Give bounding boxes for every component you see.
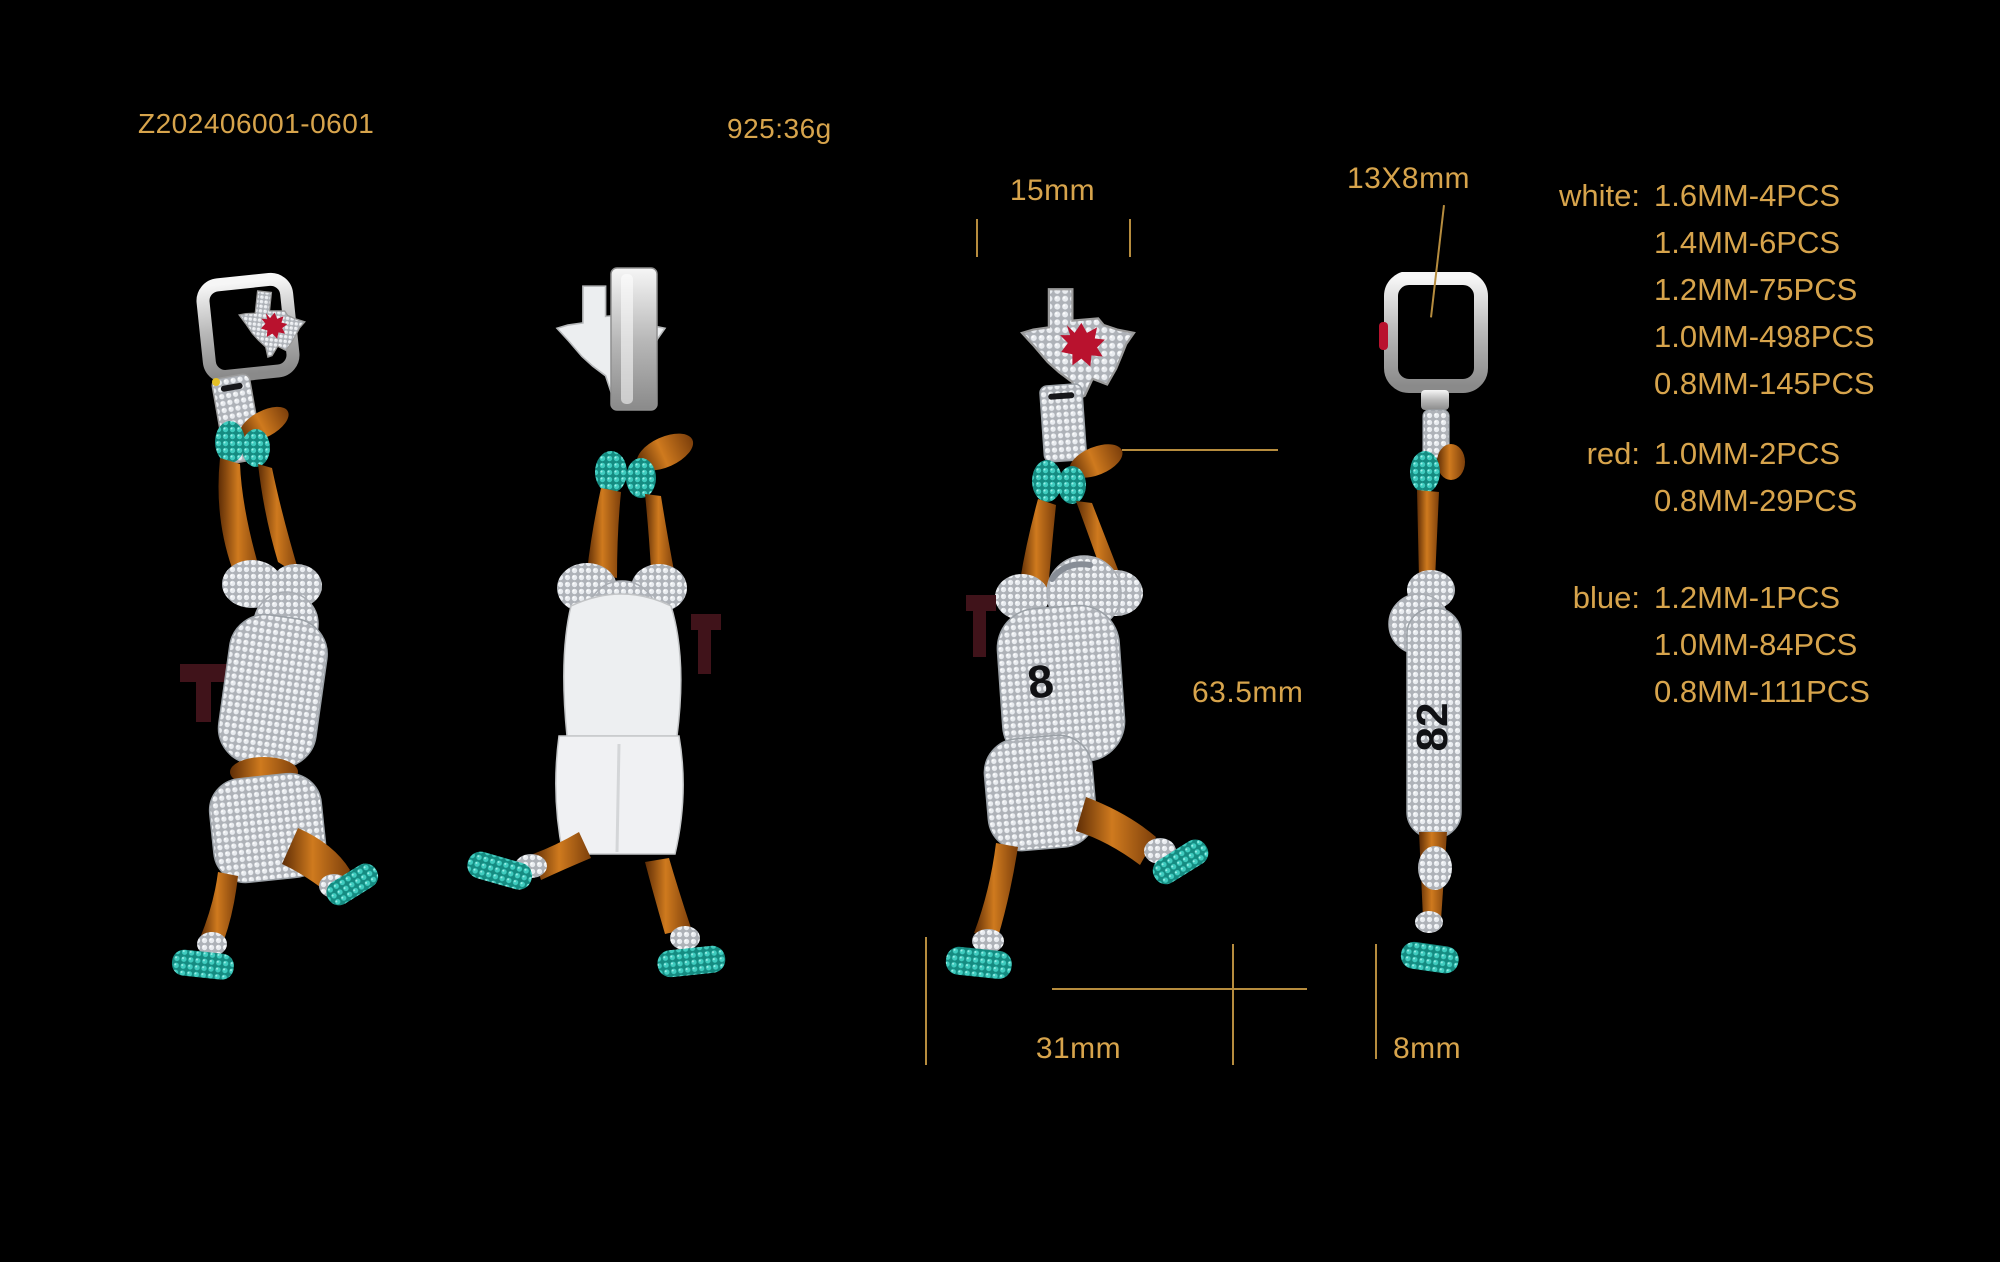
leg-front xyxy=(974,843,1018,937)
stone-group-red-rows: 1.0MM-2PCS 0.8MM-29PCS xyxy=(1654,430,1857,524)
dim-line xyxy=(1122,449,1278,451)
leg-back xyxy=(1076,797,1156,865)
pendant-front-view: 8 xyxy=(945,288,1209,979)
stone-row: 1.4MM-6PCS xyxy=(1654,225,1841,260)
glove-left xyxy=(595,451,627,493)
texas-charm xyxy=(1020,288,1136,401)
football xyxy=(636,433,694,471)
dim-tick xyxy=(976,219,978,257)
bail-plate xyxy=(1421,390,1449,410)
dim-height-label: 63.5mm xyxy=(1192,676,1304,709)
arm-left xyxy=(587,488,621,578)
cat-charm-edge xyxy=(1379,322,1388,350)
football-edge xyxy=(1437,444,1465,480)
glove xyxy=(1410,451,1440,493)
glove-right xyxy=(1058,466,1086,504)
glove-right xyxy=(626,458,656,498)
sock-front xyxy=(972,929,1004,953)
arm xyxy=(1417,490,1439,580)
knee-pad xyxy=(1418,846,1452,890)
dim-depth-label: 8mm xyxy=(1393,1032,1462,1065)
glove-left xyxy=(215,421,245,463)
bail-frame xyxy=(1384,272,1488,393)
dim-tick xyxy=(1129,219,1131,257)
glove-right xyxy=(242,429,270,467)
stone-group-blue-label: blue: xyxy=(1572,580,1640,615)
stone-row: 0.8MM-111PCS xyxy=(1654,674,1870,709)
stone-row: 1.2MM-75PCS xyxy=(1654,272,1858,307)
stone-row: 1.0MM-2PCS xyxy=(1654,436,1841,471)
facemask xyxy=(1049,561,1093,582)
shorts-crease xyxy=(615,743,621,853)
stone-row: 1.0MM-498PCS xyxy=(1654,319,1875,354)
stone-row: 1.0MM-84PCS xyxy=(1654,627,1858,662)
dim-tick xyxy=(1375,944,1377,1059)
leg-right xyxy=(645,858,691,934)
dim-bail-label: 13X8mm xyxy=(1347,162,1471,195)
stone-group-red-label: red: xyxy=(1586,436,1640,471)
arm-right xyxy=(258,464,300,576)
sock-front xyxy=(197,932,227,956)
stone-row: 1.6MM-4PCS xyxy=(1654,178,1841,213)
arm-left xyxy=(1020,499,1056,591)
bail-bar xyxy=(610,267,658,411)
dim-tick xyxy=(1232,944,1234,1065)
bail-plate xyxy=(1039,383,1088,463)
sleeve-left xyxy=(222,560,282,608)
arm-left xyxy=(218,458,262,578)
shoe-back xyxy=(326,863,379,906)
shoe-front xyxy=(171,949,234,980)
jersey-back xyxy=(563,593,682,737)
weight-label: 925:36g xyxy=(727,113,832,144)
shoe-side xyxy=(1400,941,1459,974)
glove-left xyxy=(1032,460,1062,502)
pendant-back-view xyxy=(467,267,726,978)
stone-row: 1.2MM-1PCS xyxy=(1654,580,1841,615)
pendant-side-view: 82 xyxy=(1379,272,1488,974)
goalpost-prop xyxy=(691,614,721,674)
stone-row: 0.8MM-29PCS xyxy=(1654,483,1858,518)
sock xyxy=(1415,911,1443,933)
football xyxy=(1069,444,1123,478)
sock-right xyxy=(670,926,700,950)
leg-left xyxy=(533,832,591,880)
dim-body-width-label: 31mm xyxy=(1035,1032,1122,1065)
bail-bar-highlight xyxy=(621,274,633,404)
stone-group-white-label: white: xyxy=(1559,178,1640,213)
shoe-front xyxy=(945,946,1012,979)
goalpost-prop xyxy=(180,664,228,722)
stone-row: 0.8MM-145PCS xyxy=(1654,366,1875,401)
arm-right xyxy=(645,494,675,576)
leg-front xyxy=(200,872,238,940)
dim-tick xyxy=(925,937,927,1065)
stone-group-white-rows: 1.6MM-4PCS 1.4MM-6PCS 1.2MM-75PCS 1.0MM-… xyxy=(1654,172,1875,407)
shoe-back xyxy=(1152,839,1209,885)
dim-line xyxy=(1052,988,1307,990)
model-id: Z202406001-0601 xyxy=(138,108,375,139)
shoe-right xyxy=(657,945,726,978)
jersey-number-side: 82 xyxy=(1408,703,1457,752)
shorts xyxy=(983,734,1097,852)
pendant-front-left-view xyxy=(171,272,379,980)
jersey xyxy=(217,613,328,769)
arm-right xyxy=(1076,501,1124,585)
dim-top-width-label: 15mm xyxy=(1009,174,1096,207)
goalpost-prop xyxy=(966,595,996,657)
stone-group-blue-rows: 1.2MM-1PCS 1.0MM-84PCS 0.8MM-111PCS xyxy=(1654,574,1870,715)
clasp-pin xyxy=(212,378,220,386)
shoe-left xyxy=(467,851,533,890)
